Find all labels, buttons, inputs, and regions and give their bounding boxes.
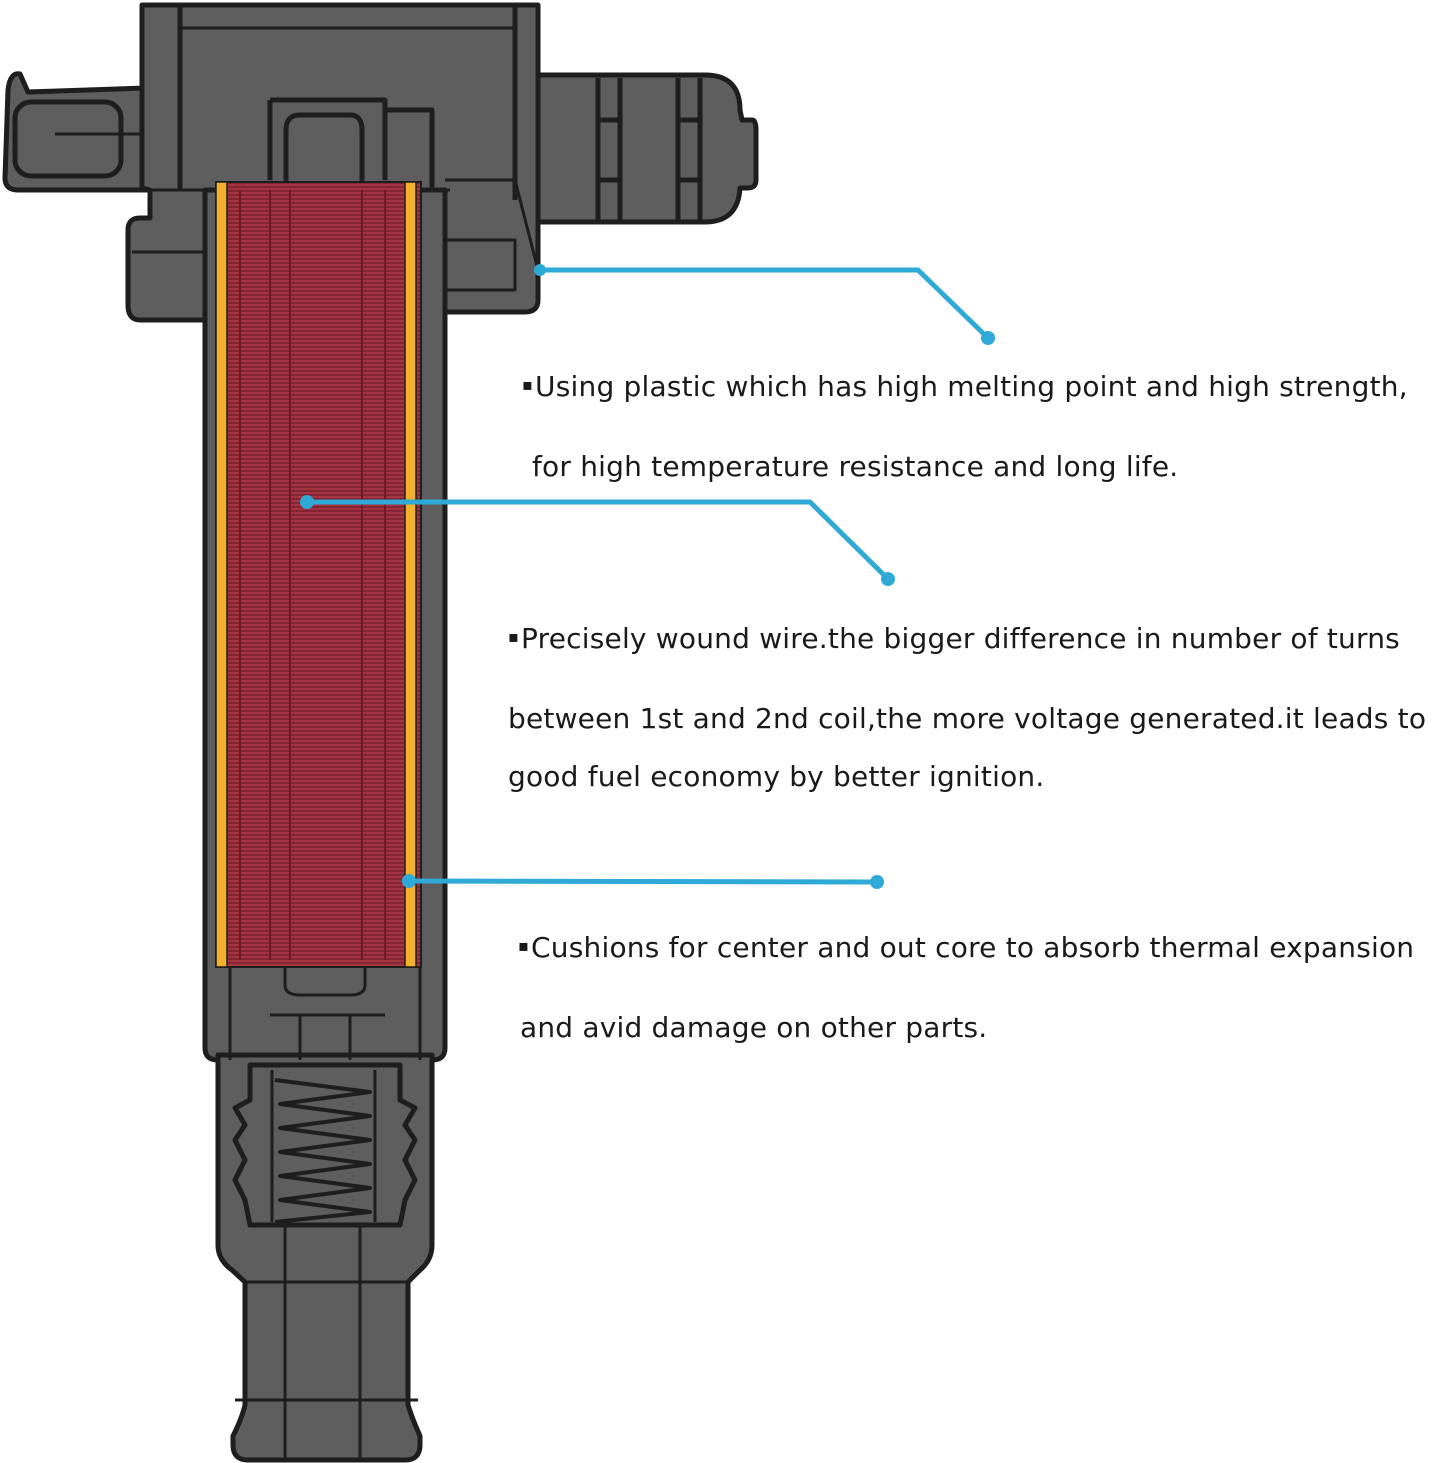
annotation-wire-line-3: good fuel economy by better ignition. [508, 760, 1045, 793]
bullet-icon: ▪ [518, 936, 530, 955]
insulation-right [404, 181, 417, 968]
bullet-icon: ▪ [508, 627, 520, 646]
annotation-cushion-line-2: and avid damage on other parts. [520, 1011, 988, 1044]
annotation-housing-line-2: for high temperature resistance and long… [532, 450, 1179, 483]
spring [274, 1078, 372, 1224]
callout-dots [300, 264, 995, 889]
callout-wire [304, 499, 891, 582]
callout-lines [304, 267, 991, 885]
bullet-icon: ▪ [522, 375, 534, 394]
coil-winding [215, 181, 422, 968]
connector-right [522, 72, 759, 225]
annotation-cushion-line-1: ▪Cushions for center and out core to abs… [518, 931, 1415, 964]
mounting-tab [2, 71, 163, 193]
callout-housing [537, 267, 991, 341]
callout-cushion [406, 878, 880, 885]
annotation-wire-line-1: ▪Precisely wound wire.the bigger differe… [508, 622, 1400, 655]
annotation-housing-line-1: ▪Using plastic which has high melting po… [522, 370, 1408, 403]
annotation-wire-line-2: between 1st and 2nd coil,the more voltag… [508, 702, 1427, 735]
insulation-left [215, 181, 228, 968]
